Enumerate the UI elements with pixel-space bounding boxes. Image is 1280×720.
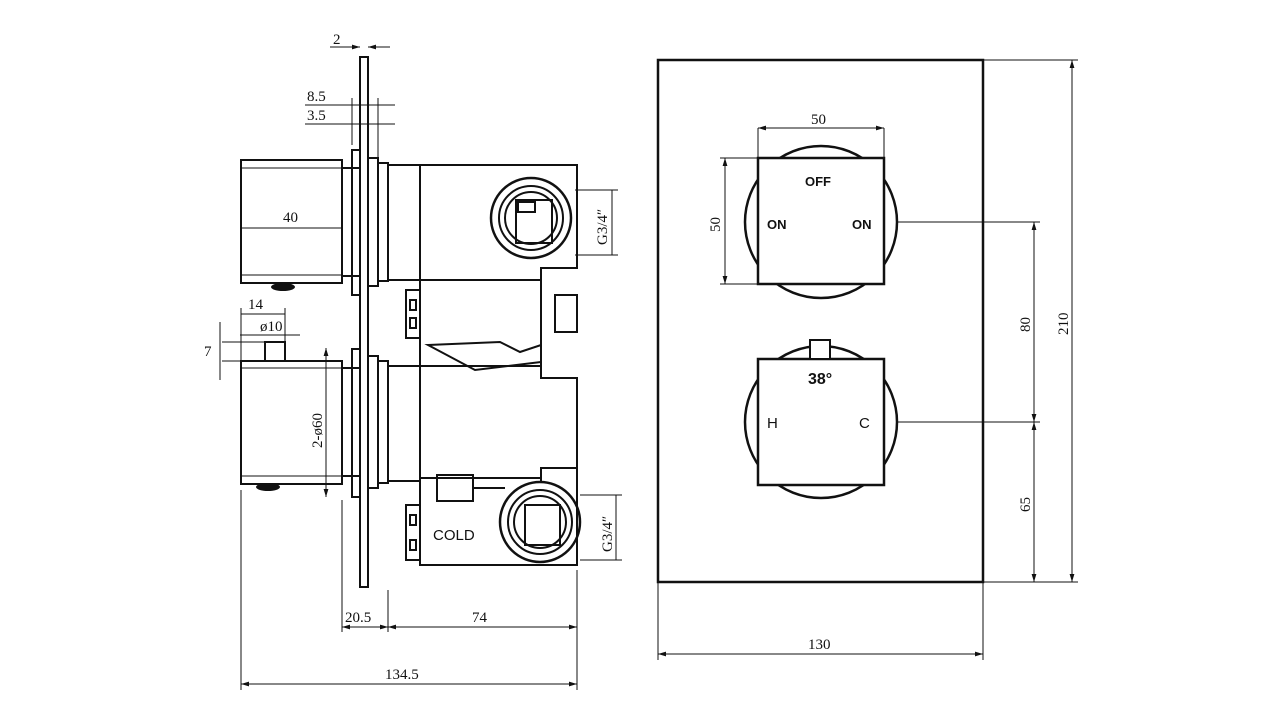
dim-knob-height: 50 <box>708 217 724 232</box>
dim-trim-depth: 8.5 <box>307 89 326 105</box>
thermostatic-handle: 38° H C <box>743 339 899 500</box>
dim-flange: 3.5 <box>307 108 326 124</box>
dim-outlet-thread-top: G3/4″ <box>595 209 611 245</box>
hot-label: H <box>767 415 778 432</box>
diverter-off-label: OFF <box>805 174 831 189</box>
diverter-on-right-label: ON <box>852 217 872 232</box>
dim-handle-diameter: 2-ø60 <box>310 413 326 448</box>
dim-plate-thickness: 2 <box>333 32 341 48</box>
top-handle <box>240 149 389 296</box>
dim-plate-height: 210 <box>1056 313 1072 336</box>
dim-plate-width: 130 <box>808 637 831 653</box>
wall-plate <box>359 56 369 588</box>
temperature-lock-pin <box>264 341 286 362</box>
cold-inlet-port: COLD <box>433 480 582 564</box>
dim-bottom-offset: 65 <box>1018 497 1034 512</box>
dim-total-depth: 134.5 <box>385 667 419 683</box>
dim-pin-height: 7 <box>204 344 212 360</box>
cold-label: C <box>859 415 870 432</box>
outlet-port-top <box>489 176 573 260</box>
dim-pin-diameter: ø10 <box>260 319 283 335</box>
side-view: COLD 2 8.5 3.5 40 14 ø10 <box>204 32 622 690</box>
dim-pin-offset: 14 <box>248 297 264 313</box>
thermostat-stop-button <box>809 339 831 360</box>
temperature-label: 38° <box>808 371 832 388</box>
side-view-dimensions: 2 8.5 3.5 40 14 ø10 7 <box>204 32 622 690</box>
diverter-on-left-label: ON <box>767 217 787 232</box>
valve-body <box>387 164 578 566</box>
dim-handle-spacing: 80 <box>1018 317 1034 332</box>
dim-front-depth: 20.5 <box>345 610 371 626</box>
dim-outlet-thread-bottom: G3/4″ <box>600 516 616 552</box>
dim-handle-length: 40 <box>283 210 298 226</box>
cold-inlet-label: COLD <box>433 527 475 544</box>
dim-knob-width: 50 <box>811 112 826 128</box>
diverter-handle: OFF ON ON <box>743 144 899 300</box>
front-view-dimensions: 50 50 80 65 210 130 <box>657 59 1078 660</box>
cover-plate <box>656 58 985 584</box>
front-view: OFF ON ON 38° H C 50 50 <box>656 58 1078 660</box>
dim-body-depth: 74 <box>472 610 488 626</box>
